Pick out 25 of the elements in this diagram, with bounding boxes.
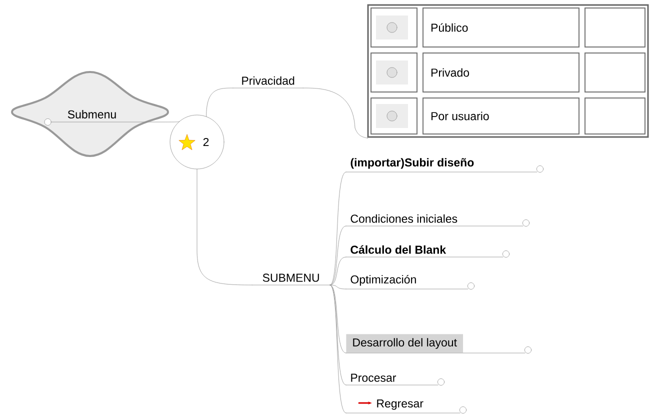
topic-label: Privacidad xyxy=(232,76,304,88)
connector-line xyxy=(51,121,180,122)
connector-line xyxy=(330,256,346,286)
topic-label: Cálculo del Blank xyxy=(346,245,510,258)
connector-line xyxy=(330,284,346,354)
topic-label: Procesar xyxy=(346,374,444,386)
table-cell-text: Privado xyxy=(431,68,470,77)
connector-line xyxy=(206,88,234,117)
topic-label: Regresar xyxy=(346,400,466,414)
connector-line xyxy=(330,284,346,386)
topic-label: Desarrollo del layout xyxy=(346,334,532,354)
topic-label: Condiciones iniciales xyxy=(346,214,530,226)
topic-label: (importar)Subir diseño xyxy=(346,158,544,172)
connector-line xyxy=(302,88,368,138)
cloud-topic: Submenu xyxy=(11,71,169,157)
table-cell-text: Por usuario xyxy=(431,112,489,120)
topic-label: SUBMENU xyxy=(252,274,330,286)
table-cell-text: Público xyxy=(431,23,468,32)
topic-label: Optimización xyxy=(346,274,474,290)
options-table xyxy=(367,4,649,138)
connector-line xyxy=(330,226,346,286)
connector-line xyxy=(330,284,346,290)
connector-line xyxy=(330,172,346,286)
connector-line xyxy=(196,169,252,286)
connector-line xyxy=(330,284,346,414)
